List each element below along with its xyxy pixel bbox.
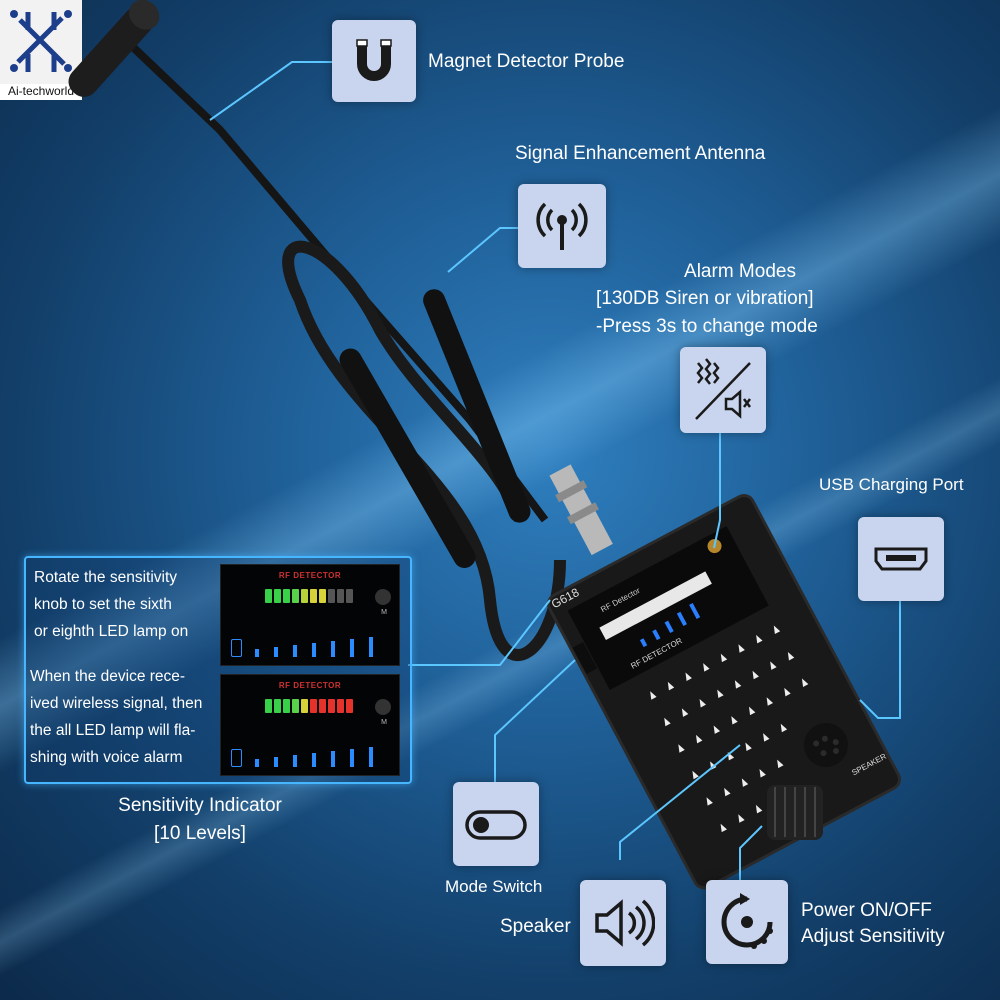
power-line2: Adjust Sensitivity bbox=[801, 926, 945, 947]
led-panel-partial: RF DETECTOR M bbox=[220, 564, 400, 666]
power-line1: Power ON/OFF bbox=[801, 900, 932, 921]
speaker-icon-box bbox=[580, 880, 666, 966]
led bbox=[319, 699, 326, 713]
led bbox=[283, 699, 290, 713]
magnet-icon-box bbox=[332, 20, 416, 102]
panel-knob bbox=[375, 699, 391, 715]
watermark-text: Ai-techworld bbox=[7, 84, 75, 98]
led bbox=[346, 699, 353, 713]
led bbox=[274, 699, 281, 713]
led bbox=[310, 699, 317, 713]
alarm-line1: Alarm Modes bbox=[684, 261, 796, 282]
led bbox=[265, 589, 272, 603]
led bbox=[346, 589, 353, 603]
led bbox=[337, 589, 344, 603]
led-panel-title: RF DETECTOR bbox=[278, 681, 342, 690]
battery-icon bbox=[231, 639, 242, 657]
battery-icon bbox=[231, 749, 242, 767]
watermark-logo: Ai-techworld bbox=[0, 0, 82, 100]
power-rotate-icon bbox=[721, 893, 773, 949]
led-panel-full: RF DETECTOR M bbox=[220, 674, 400, 776]
led-row bbox=[265, 589, 353, 603]
led bbox=[292, 699, 299, 713]
signal-bars bbox=[255, 637, 373, 657]
magnet-icon bbox=[356, 39, 392, 81]
mode-icon-box bbox=[453, 782, 539, 866]
speaker-icon bbox=[595, 899, 655, 947]
speaker-label: Speaker bbox=[500, 916, 571, 937]
alarm-line3: -Press 3s to change mode bbox=[596, 316, 818, 337]
toggle-switch-icon bbox=[465, 810, 527, 840]
led bbox=[265, 699, 272, 713]
led bbox=[283, 589, 290, 603]
sensitivity-text-1: Rotate the sensitivity knob to set the s… bbox=[34, 569, 189, 641]
led-panel-title: RF DETECTOR bbox=[278, 571, 342, 580]
panel-knob bbox=[375, 589, 391, 605]
led bbox=[328, 589, 335, 603]
antenna-label: Signal Enhancement Antenna bbox=[515, 143, 766, 164]
signal-antenna-icon bbox=[536, 202, 588, 250]
signal-bars bbox=[255, 747, 373, 767]
sensitivity-caption-1: Sensitivity Indicator bbox=[118, 795, 282, 816]
antenna-icon-box bbox=[518, 184, 606, 268]
usb-port-icon bbox=[874, 547, 928, 571]
vibrate-mute-icon bbox=[695, 358, 751, 420]
panel-knob-label: M bbox=[381, 719, 387, 726]
led bbox=[328, 699, 335, 713]
sensitivity-caption-2: [10 Levels] bbox=[154, 823, 246, 844]
alarm-line2: [130DB Siren or vibration] bbox=[596, 288, 814, 309]
sensitivity-text-2: When the device rece- ived wireless sign… bbox=[30, 668, 203, 767]
led bbox=[274, 589, 281, 603]
led bbox=[310, 589, 317, 603]
alarm-icon-box bbox=[680, 347, 766, 433]
led bbox=[301, 589, 308, 603]
led bbox=[319, 589, 326, 603]
led bbox=[301, 699, 308, 713]
usb-icon-box bbox=[858, 517, 944, 601]
power-icon-box bbox=[706, 880, 788, 964]
magnet-probe-label: Magnet Detector Probe bbox=[428, 51, 625, 72]
led bbox=[292, 589, 299, 603]
led bbox=[337, 699, 344, 713]
panel-knob-label: M bbox=[381, 609, 387, 616]
led-row bbox=[265, 699, 353, 713]
usb-label: USB Charging Port bbox=[819, 475, 964, 494]
mode-switch-label: Mode Switch bbox=[445, 877, 543, 896]
sensitivity-callout: Rotate the sensitivity knob to set the s… bbox=[24, 556, 412, 784]
